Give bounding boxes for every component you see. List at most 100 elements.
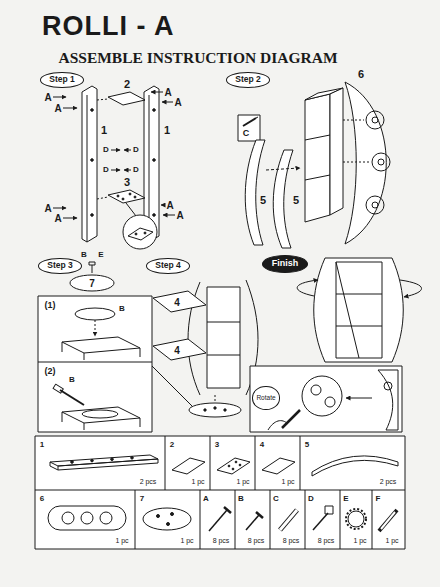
callout-label: 5 <box>260 194 266 206</box>
callout-label: (2) <box>45 367 56 377</box>
cabinet-assembly <box>207 322 240 323</box>
parts-table <box>255 436 256 490</box>
direction-arrow <box>163 215 175 216</box>
part-picture <box>81 512 93 524</box>
direction-arrow <box>53 92 175 218</box>
cabinet-assembly <box>153 280 258 417</box>
callout-label: A <box>54 103 61 114</box>
part-picture <box>262 458 295 474</box>
cabinet-frame <box>330 88 343 215</box>
callout-label: 4 <box>174 345 180 356</box>
step1-panels <box>97 92 145 203</box>
direction-arrow <box>124 150 131 151</box>
step1-panels <box>97 99 108 100</box>
part-picture <box>50 466 58 470</box>
callout-label: C <box>243 129 250 139</box>
part-picture <box>91 459 94 462</box>
part-picture <box>48 506 126 530</box>
node-text: Step 1 <box>49 75 75 84</box>
callout-label: A <box>54 213 61 224</box>
direction-arrow <box>161 205 165 206</box>
table-cell: 1 pc <box>236 478 249 486</box>
detail-inset <box>82 410 118 418</box>
detail-inset <box>38 362 152 363</box>
part-picture <box>232 468 234 470</box>
direction-arrow <box>63 108 77 109</box>
base-disc <box>92 265 93 273</box>
side-panel <box>245 140 300 248</box>
side-panel <box>273 150 293 248</box>
part-picture <box>224 507 231 513</box>
parts-table <box>305 490 306 549</box>
door-panel <box>366 196 384 214</box>
cabinet-frame <box>305 88 343 222</box>
table-cell: 1 pc <box>180 537 193 545</box>
cam-lock-inset <box>282 410 300 428</box>
table-cell: 8 pcs <box>283 537 300 545</box>
table-cell: C <box>273 495 279 504</box>
direction-arrow <box>53 208 66 209</box>
direction-arrow <box>162 102 173 103</box>
callout-label: A <box>44 203 51 214</box>
step-badge: Finish <box>262 255 309 273</box>
direction-arrow <box>53 97 66 98</box>
rotate-arrow <box>297 280 421 297</box>
finished-cabinet <box>336 262 359 358</box>
callout-label: D <box>103 146 109 155</box>
door-panel <box>366 111 384 129</box>
part-picture <box>246 515 259 530</box>
cam-lock-inset <box>384 382 392 390</box>
cabinet-frame <box>305 135 330 140</box>
table-cell: A <box>203 495 209 504</box>
part-picture <box>239 464 241 466</box>
step1-panels <box>117 195 119 197</box>
callout-label: A <box>166 200 173 211</box>
table-cell: 8 pcs <box>248 537 265 545</box>
detail-magnifier <box>135 233 137 235</box>
detail-magnifier <box>128 228 153 240</box>
table-cell: 3 <box>215 441 219 450</box>
rotate-callout: Rotate <box>252 386 279 409</box>
parts-table <box>270 490 271 549</box>
cam-lock-inset <box>302 376 342 416</box>
cam-lock-inset <box>250 366 402 432</box>
callout-label: 3 <box>124 176 130 188</box>
cabinet-frame <box>305 94 330 222</box>
step1-panels <box>108 92 145 105</box>
glue-icon <box>256 117 258 118</box>
part-picture <box>256 512 263 518</box>
part-picture <box>167 523 170 526</box>
direction-arrow <box>124 170 131 171</box>
detail-inset <box>84 423 85 430</box>
callout-label: 5 <box>293 194 299 206</box>
parts-table <box>372 490 373 549</box>
node-text: Step 3 <box>47 261 73 270</box>
callout-label: 2 <box>124 78 130 90</box>
table-cell: B <box>238 495 244 504</box>
cabinet-frame <box>305 175 330 180</box>
detail-magnifier <box>144 232 146 234</box>
part-picture <box>71 461 74 464</box>
part-picture <box>217 458 250 474</box>
cabinet-assembly <box>153 339 206 360</box>
node-text: Finish <box>272 259 299 269</box>
part-picture <box>62 512 74 524</box>
base-disc <box>89 262 95 265</box>
step1-panels <box>144 100 145 101</box>
table-cell: 1 pc <box>281 478 294 486</box>
detail-inset <box>62 407 140 423</box>
table-cell: 5 <box>305 441 309 450</box>
glue-icon <box>243 118 256 126</box>
step1-panels <box>129 193 131 195</box>
callout-label: 6 <box>358 68 364 80</box>
detail-inset <box>152 366 192 406</box>
part-picture <box>209 510 227 531</box>
table-cell: 2 pcs <box>380 478 397 486</box>
cabinet-assembly <box>189 403 241 417</box>
part-picture <box>50 462 51 466</box>
node-text: Step 4 <box>155 261 181 270</box>
detail-magnifier <box>123 203 157 249</box>
cam-lock-inset <box>268 421 288 430</box>
finished-cabinet <box>336 326 382 327</box>
